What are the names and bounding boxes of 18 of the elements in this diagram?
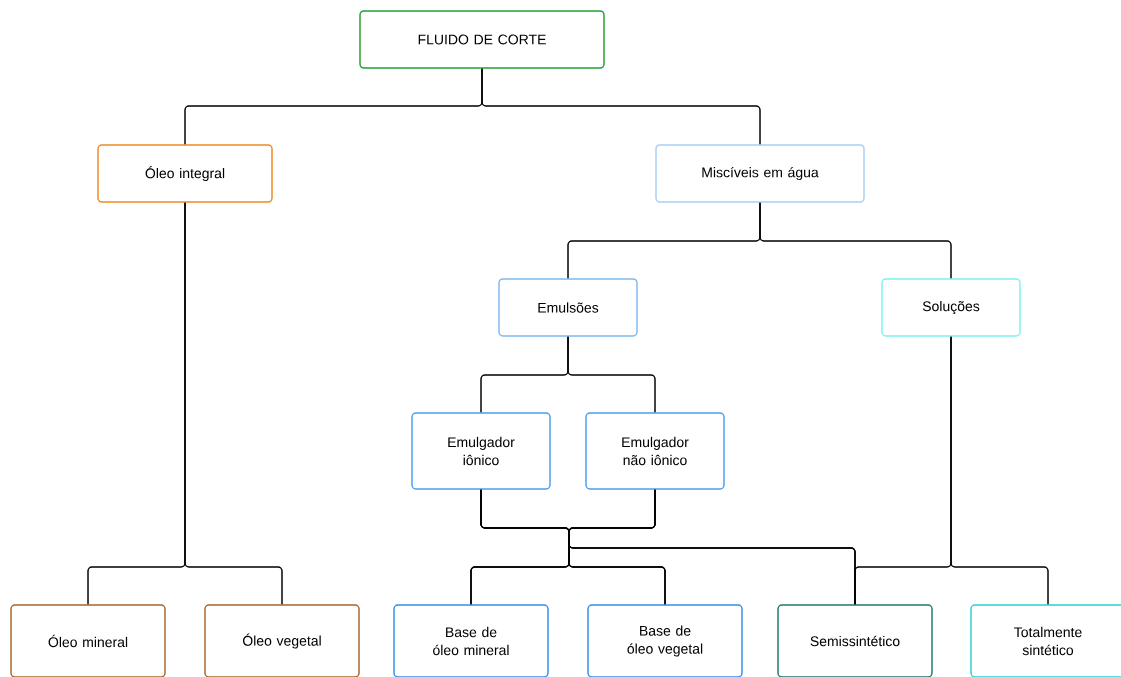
category-box: Óleo mineral <box>10 604 166 677</box>
category-box: Semissintético <box>777 604 933 677</box>
category-box: FLUIDO DE CORTE <box>359 10 605 69</box>
connector-line <box>759 202 952 279</box>
category-box: Base de óleo mineral <box>393 604 549 677</box>
connector-line <box>184 202 283 605</box>
category-box: Emulgador não iônico <box>585 412 725 490</box>
category-box: Emulsões <box>498 278 638 337</box>
category-box: Emulgador iônico <box>411 412 551 490</box>
category-box: Totalmente sintético <box>970 604 1121 677</box>
connector-line <box>950 336 1049 605</box>
category-box: Óleo integral <box>97 144 273 203</box>
category-box: Soluções <box>881 278 1021 337</box>
category-box: Miscíveis em água <box>655 144 865 203</box>
connector-line <box>481 68 761 145</box>
connector-line <box>567 336 656 413</box>
category-box: Óleo vegetal <box>204 604 360 677</box>
category-box: Base de óleo vegetal <box>587 604 743 677</box>
